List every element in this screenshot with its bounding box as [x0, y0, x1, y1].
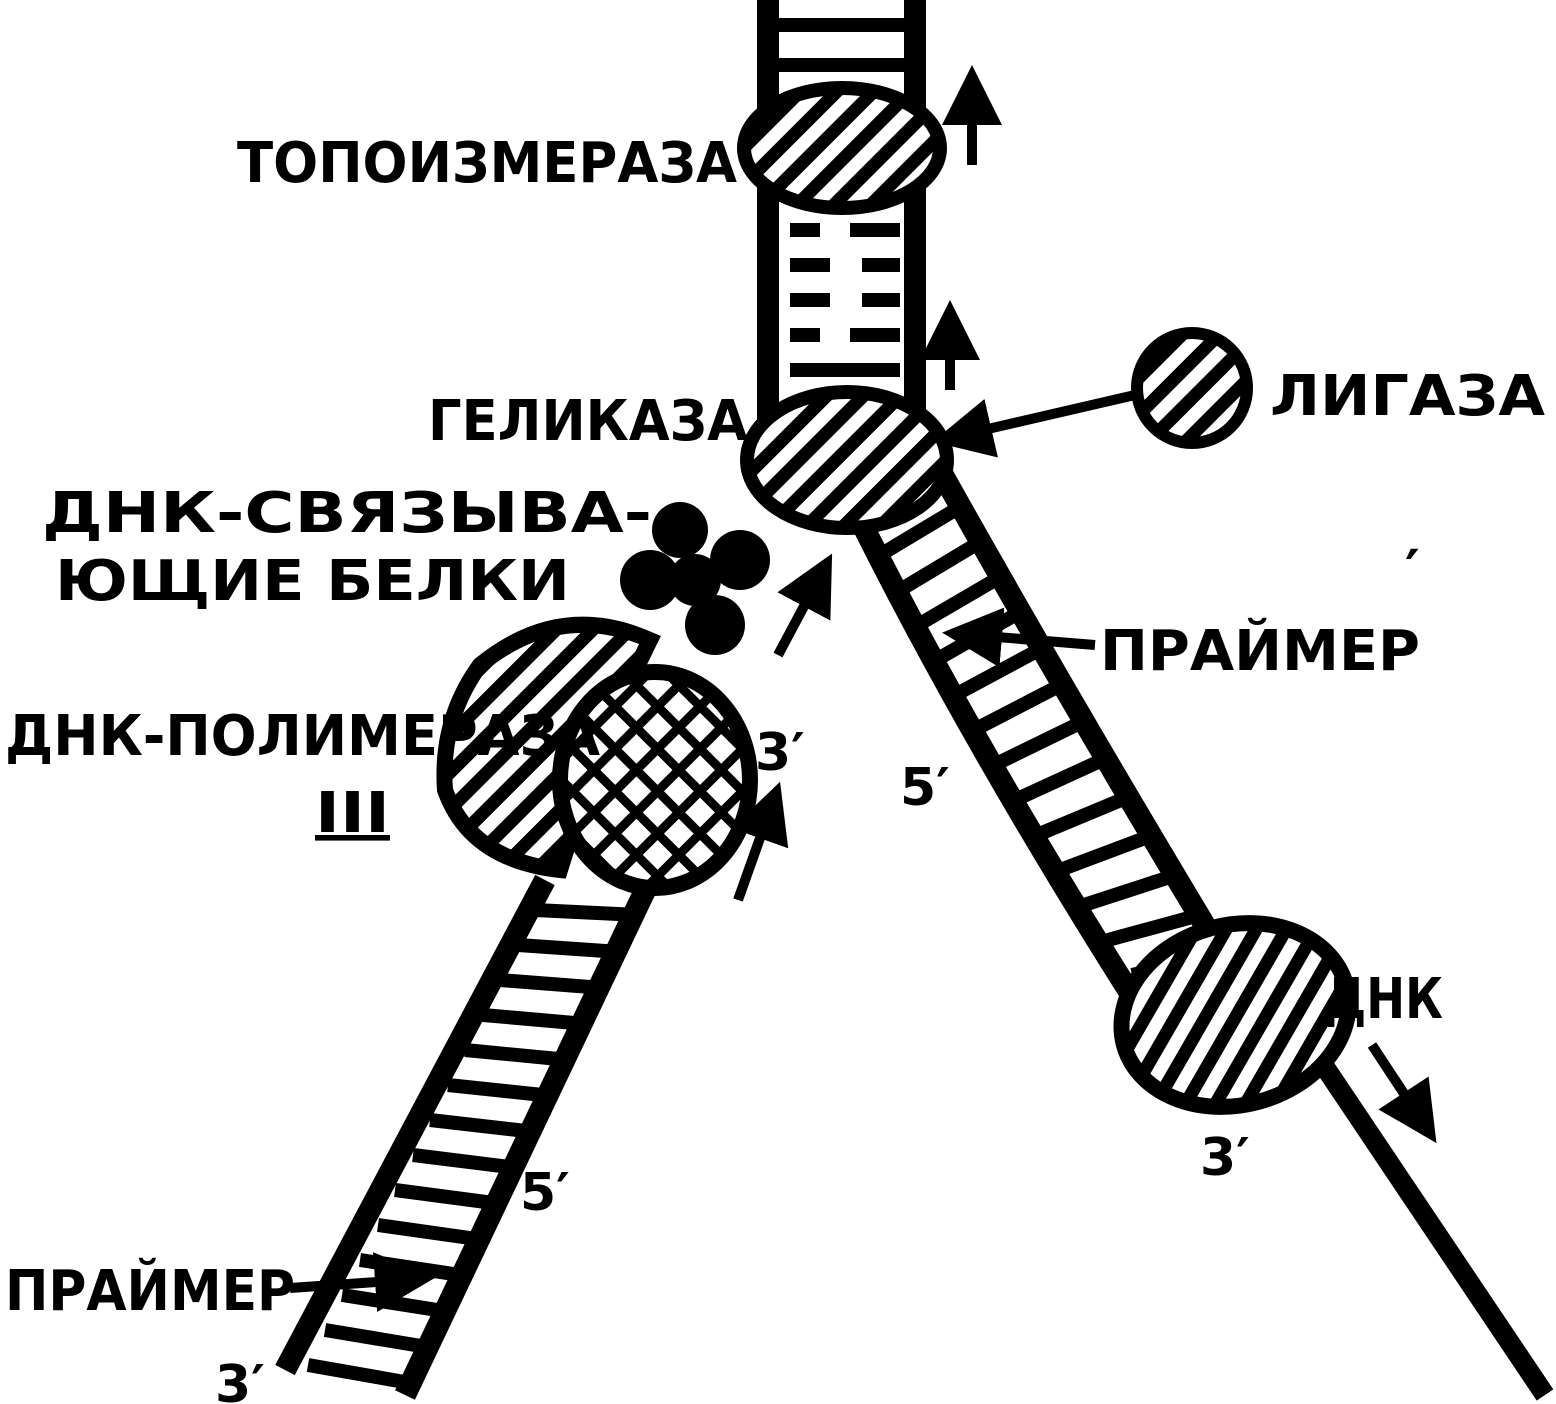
- label-primer-right: ПРАЙМЕР: [1100, 618, 1420, 684]
- lagging-strand-rungs: [306, 903, 639, 1391]
- leading-strand-duplex: [850, 464, 1554, 1401]
- label-primer-left: ПРАЙМЕР: [5, 1258, 295, 1324]
- primer-left-pointer: [289, 1252, 435, 1313]
- label-polymerase: ДНК-ПОЛИМЕРАЗА: [5, 704, 601, 769]
- ligase-enzyme: [932, 327, 1253, 458]
- parental-dna-rungs: [778, 18, 905, 377]
- leading-strand-polymerase: [1113, 915, 1357, 1115]
- direction-arrows: [289, 65, 1437, 1313]
- template-strand-tail: [1291, 1024, 1554, 1401]
- label-ssb-line1: ДНК-СВЯЗЫВА-: [42, 481, 652, 546]
- end-label-3prime-bottom: 3′: [215, 1355, 265, 1404]
- end-label-5prime-right: 5′: [900, 758, 950, 818]
- end-label-5prime-lower: 5′: [520, 1163, 570, 1223]
- leading-synthesis-arrow-upper: [773, 553, 833, 658]
- leading-synthesis-arrow-lower: [731, 781, 789, 902]
- primer-right-pointer: [942, 607, 1096, 668]
- label-primer-right-mark: ′: [1405, 539, 1420, 604]
- leading-strand-rungs: [876, 503, 1224, 982]
- parental-dna-duplex: [757, 0, 926, 440]
- end-label-3prime-lag: 3′: [1200, 1128, 1250, 1188]
- ssb-proteins: [620, 502, 770, 655]
- label-topoisomerase: ТОПОИЗМЕРАЗА: [237, 131, 738, 196]
- end-label-3prime-lead: 3′: [755, 723, 805, 783]
- helicase-enzyme: [740, 385, 954, 535]
- label-ssb-line2: ЮЩИЕ БЕЛКИ: [55, 549, 570, 614]
- leading-polymerase-direction-arrow: [1367, 1042, 1437, 1144]
- label-helicase: ГЕЛИКАЗА: [428, 389, 749, 454]
- lagging-strand-duplex: [275, 874, 660, 1400]
- dna-polymerase-iii-enzyme: [436, 616, 758, 896]
- topoisomerase-enzyme: [737, 81, 947, 215]
- label-dna: ДНК: [1325, 967, 1443, 1032]
- label-ligase: ЛИГАЗА: [1270, 364, 1546, 429]
- label-polymerase-roman: III: [315, 781, 390, 846]
